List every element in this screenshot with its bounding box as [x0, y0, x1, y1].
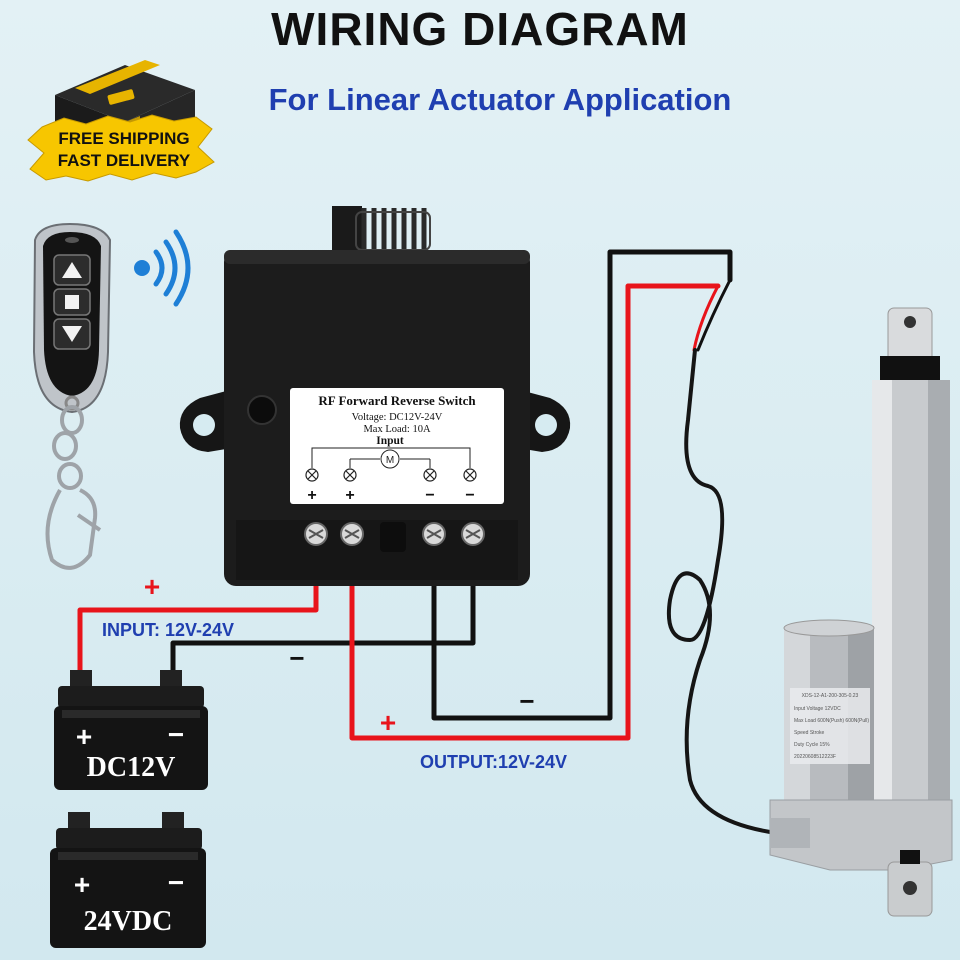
rf-controller-module: RF Forward Reverse Switch Voltage: DC12V… — [179, 206, 571, 586]
actuator-row-1: Input Voltage 12VDC — [794, 706, 841, 712]
down-arrow-icon — [62, 326, 82, 342]
page-title: WIRING DIAGRAM — [271, 3, 689, 55]
led-indicator — [247, 395, 277, 425]
terminal-sign-4: − — [465, 487, 474, 504]
battery-12v: + − DC12V — [54, 670, 208, 790]
actuator-row-2: Max Load 600N(Push) 600N(Pull) — [794, 718, 869, 724]
output-plus-sign: + — [380, 707, 396, 738]
controller-input: Input — [376, 435, 404, 447]
terminal-schematic — [311, 447, 471, 469]
antenna-coil — [361, 208, 427, 254]
output-negative-wire — [431, 249, 733, 721]
battery-12v-minus: − — [168, 719, 184, 750]
stop-square-icon — [65, 295, 79, 309]
actuator-serial: 20220608512223F — [794, 754, 836, 760]
screw-terminals — [304, 522, 485, 552]
controller-title: RF Forward Reverse Switch — [318, 393, 476, 408]
page-subtitle: For Linear Actuator Application — [268, 82, 732, 117]
battery-12v-plus: + — [76, 721, 92, 752]
up-arrow-icon — [62, 262, 82, 278]
output-minus-sign: − — [519, 686, 534, 716]
battery-12v-label: DC12V — [87, 752, 176, 783]
input-minus-sign: − — [289, 643, 304, 673]
terminal-markers — [305, 468, 477, 482]
input-voltage-label: INPUT: 12V-24V — [102, 620, 235, 640]
badge-line1: FREE SHIPPING — [58, 129, 189, 148]
battery-24v: + − 24VDC — [50, 812, 206, 948]
linear-actuator: XDS-12-A1-200-305-0.23 Input Voltage 12V… — [769, 307, 953, 917]
output-voltage-label: OUTPUT:12V-24V — [420, 752, 568, 772]
terminal-sign-1: + — [307, 487, 316, 504]
actuator-model: XDS-12-A1-200-305-0.23 — [802, 693, 859, 699]
actuator-row-4: Duty Cycle 15% — [794, 742, 830, 748]
wireless-signal-icon — [134, 229, 191, 307]
motor-symbol: M — [386, 455, 394, 466]
actuator-row-3: Speed Stroke — [794, 730, 825, 736]
keyring-clip — [45, 405, 102, 570]
input-negative-wire — [170, 537, 476, 679]
output-positive-wire — [349, 283, 721, 741]
badge-line2: FAST DELIVERY — [58, 151, 191, 170]
terminal-sign-3: − — [425, 487, 434, 504]
input-plus-sign: + — [144, 571, 160, 602]
badge-starburst — [27, 114, 215, 182]
terminal-sign-2: + — [345, 487, 354, 504]
controller-voltage: Voltage: DC12V-24V — [352, 412, 443, 423]
battery-24v-label: 24VDC — [84, 906, 173, 937]
free-shipping-badge: FREE SHIPPING FAST DELIVERY — [27, 60, 215, 182]
remote-control — [32, 222, 191, 570]
actuator-label — [790, 688, 870, 764]
battery-24v-plus: + — [74, 869, 90, 900]
actuator-cable — [667, 348, 802, 834]
battery-24v-minus: − — [168, 867, 184, 898]
controller-max-load: Max Load: 10A — [363, 424, 430, 435]
